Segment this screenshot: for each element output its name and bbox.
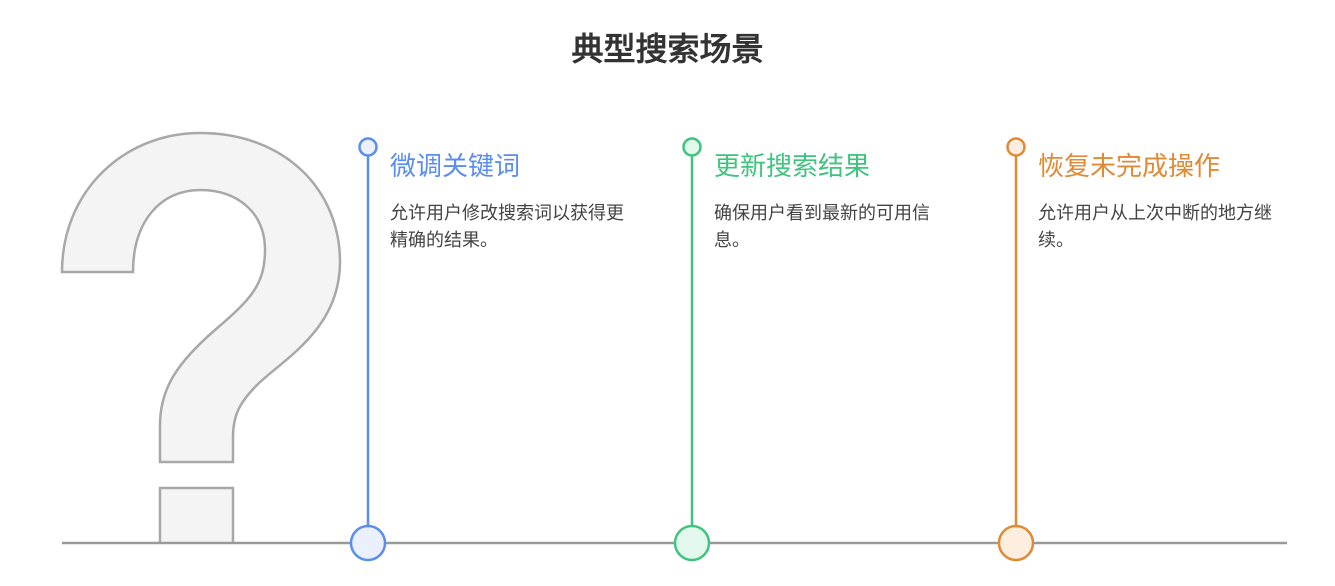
- scenario-title: 微调关键词: [390, 152, 521, 182]
- top-node-icon: [1006, 137, 1026, 157]
- scenario-title: 恢复未完成操作: [1038, 152, 1221, 182]
- question-mark-icon: [60, 131, 342, 464]
- top-node-icon: [682, 137, 702, 157]
- diagram-title: 典型搜索场景: [571, 30, 764, 68]
- scenario-description: 确保用户看到最新的可用信息。: [714, 203, 930, 251]
- scenario-description: 允许用户从上次中断的地方继续。: [1038, 203, 1272, 251]
- question-mark-dot: [158, 486, 235, 543]
- bottom-node-icon: [997, 524, 1035, 562]
- bottom-node-icon: [349, 524, 387, 562]
- bottom-node-icon: [673, 524, 711, 562]
- scenario-description: 允许用户修改搜索词以获得更精确的结果。: [390, 203, 624, 251]
- top-node-icon: [358, 137, 378, 157]
- scenario-title: 更新搜索结果: [714, 152, 871, 182]
